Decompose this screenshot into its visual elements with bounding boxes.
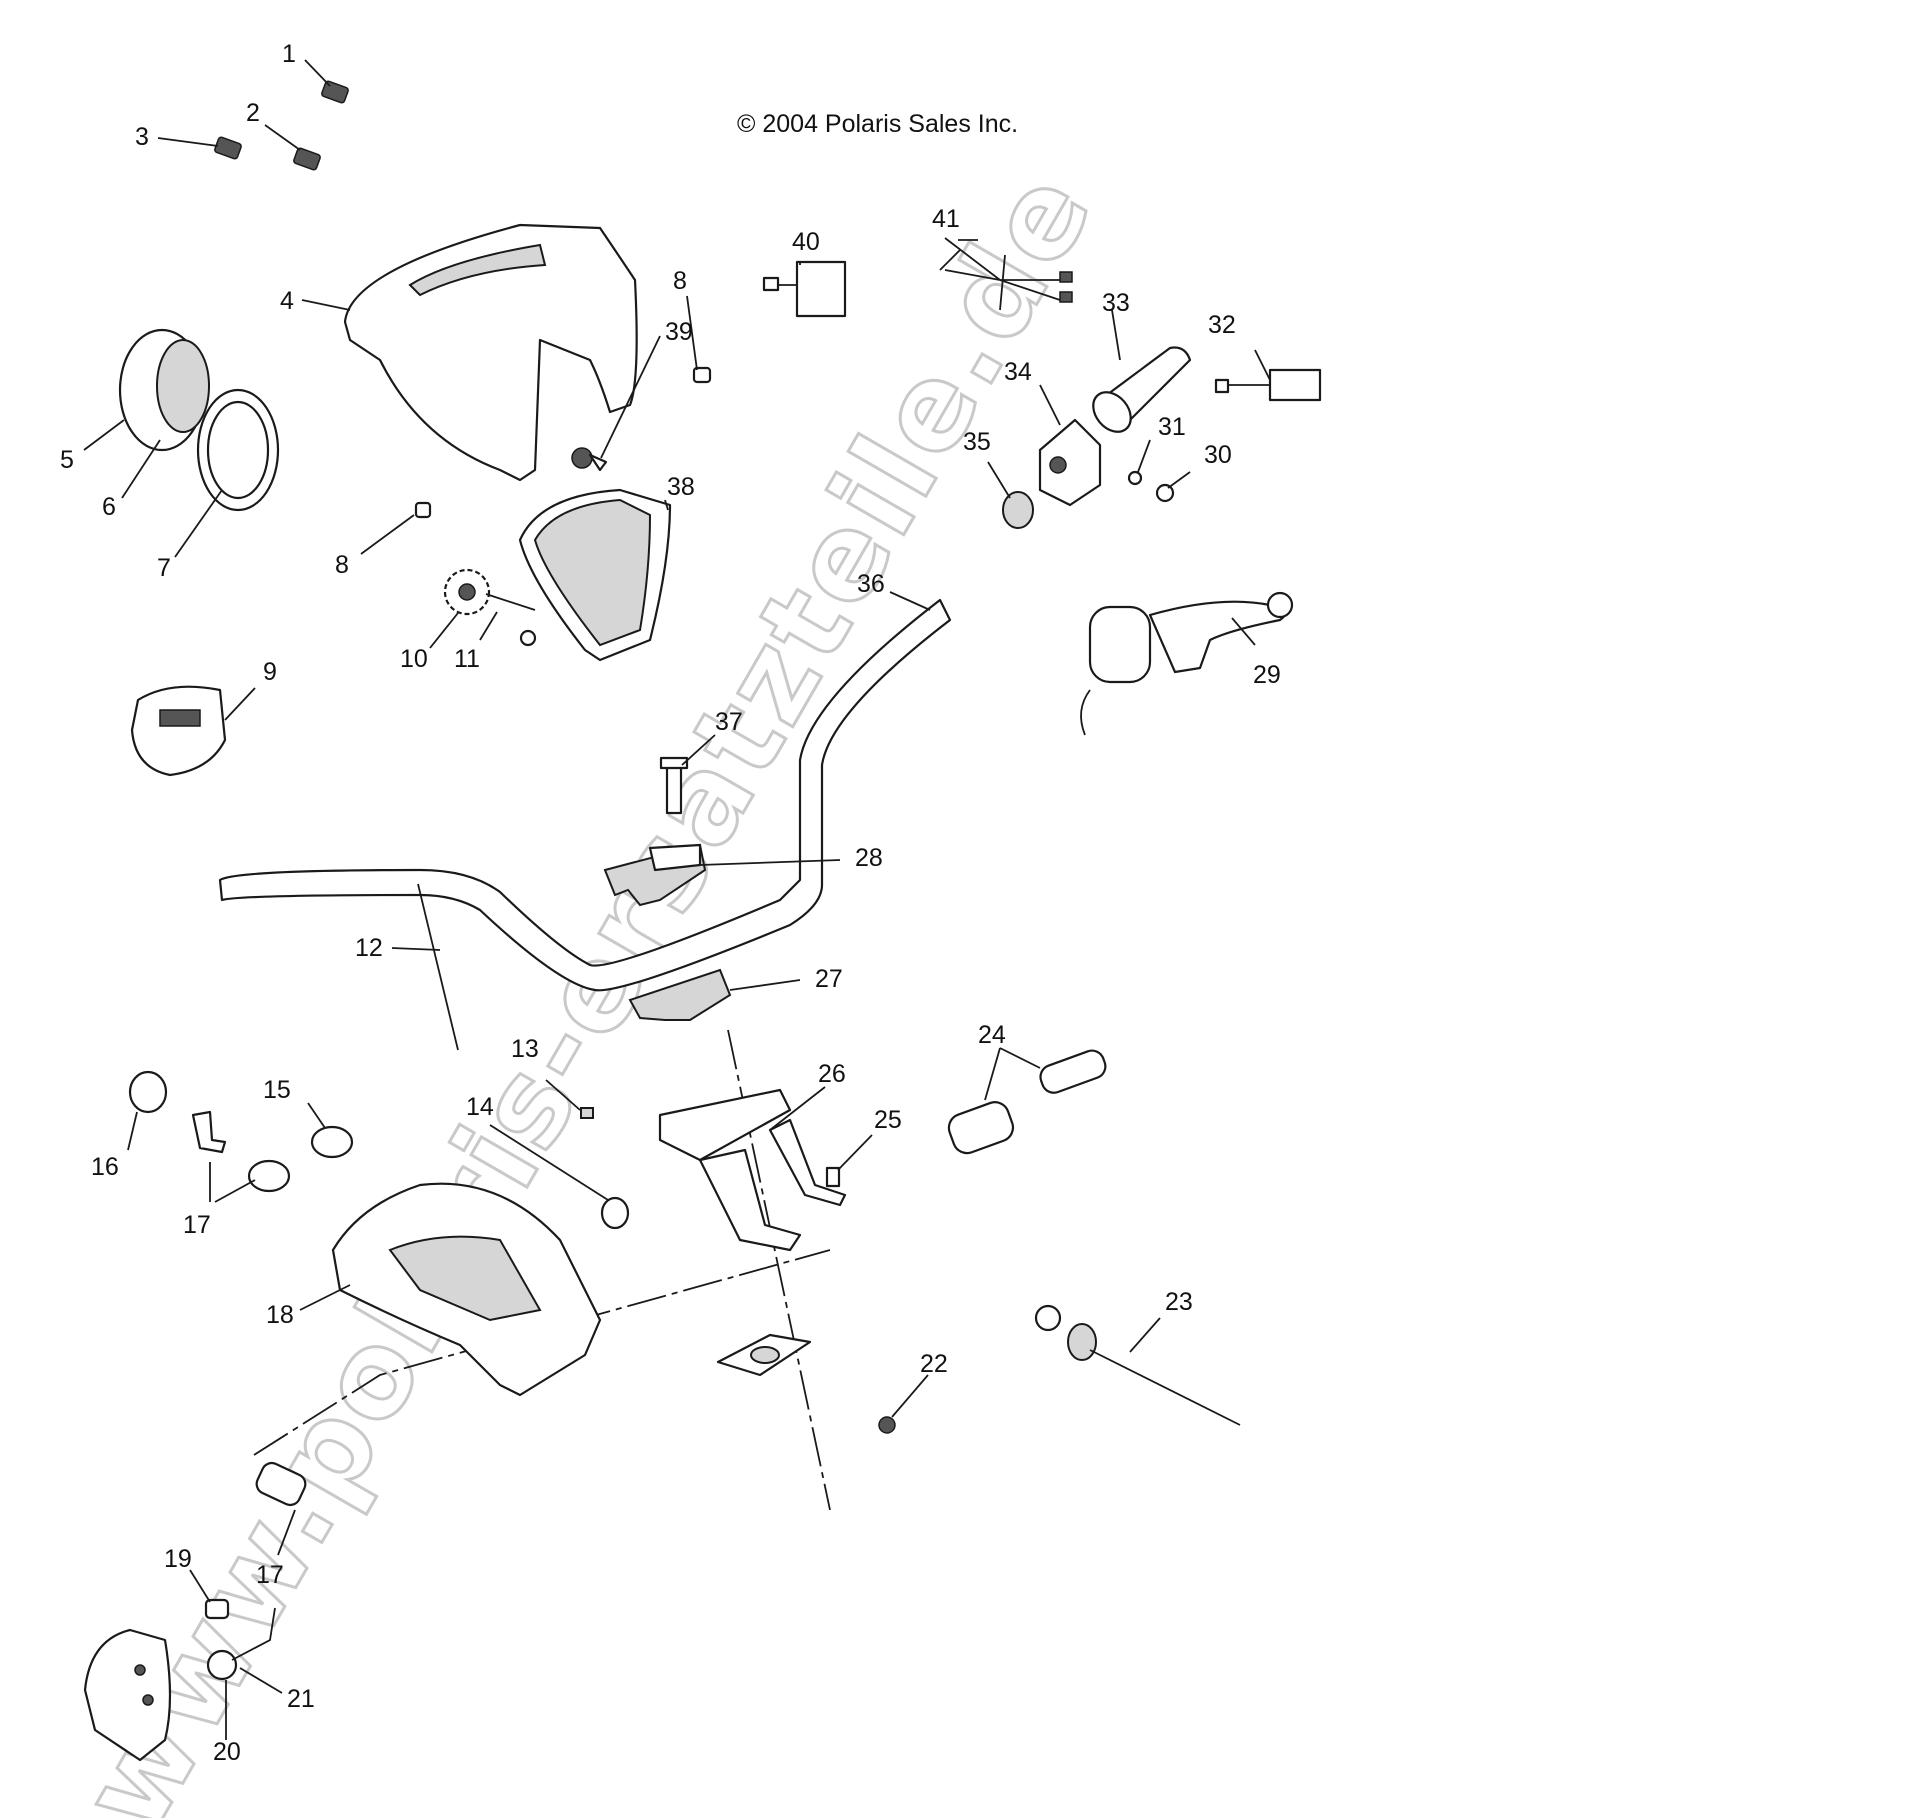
callout-19: 19 (164, 1545, 192, 1573)
grommet-17-a (247, 1159, 291, 1193)
connector-17-b (255, 1461, 307, 1507)
handlebar (218, 598, 952, 992)
callout-23: 23 (1165, 1288, 1193, 1316)
callout-31: 31 (1158, 413, 1186, 441)
headlight-cover (343, 223, 638, 482)
bulb-socket (571, 447, 608, 472)
callout-6: 6 (102, 493, 116, 521)
callout-27: 27 (815, 965, 843, 993)
callout-35: 35 (963, 428, 991, 456)
capacitor-small (1039, 1049, 1107, 1094)
callout-7: 7 (157, 554, 171, 582)
callout-28: 28 (855, 844, 883, 872)
callout-26: 26 (818, 1060, 846, 1088)
choke-cable (1034, 1304, 1241, 1426)
lower-pod (331, 1182, 602, 1397)
callout-11: 11 (454, 645, 480, 673)
sensor-20 (206, 1649, 238, 1681)
callout-labels: 1 2 3 4 5 6 7 8 8 9 10 11 12 13 14 15 16… (60, 40, 1281, 1766)
callout-25: 25 (874, 1106, 902, 1134)
callout-3: 3 (135, 123, 149, 151)
screw-25 (825, 1166, 841, 1188)
nut (878, 1416, 896, 1434)
callout-8a: 8 (673, 267, 687, 295)
screw-30 (1155, 483, 1175, 503)
capacitor-large (947, 1101, 1015, 1155)
ignition-switch (130, 685, 227, 777)
callout-22: 22 (920, 1350, 948, 1378)
callout-39: 39 (665, 318, 693, 346)
long-bolt (417, 883, 459, 1051)
gauge-housing (118, 328, 210, 452)
callout-10: 10 (400, 645, 428, 673)
callout-30: 30 (1204, 441, 1232, 469)
screw-31 (1127, 470, 1143, 486)
callout-38: 38 (667, 473, 695, 501)
callout-20: 20 (213, 1738, 241, 1766)
callout-33: 33 (1102, 289, 1130, 317)
callout-1: 1 (282, 40, 296, 68)
connector-module (762, 260, 847, 318)
wire-21 (231, 1607, 276, 1661)
callout-24: 24 (978, 1021, 1006, 1049)
callout-34: 34 (1004, 358, 1032, 386)
steering-plate (716, 1333, 812, 1377)
callout-13: 13 (511, 1035, 539, 1063)
bolt-19 (204, 1598, 230, 1620)
clip-17-a (191, 1110, 227, 1154)
wiring-harness (939, 237, 1073, 311)
adjuster-wheel (443, 568, 491, 616)
grommet (1002, 491, 1034, 529)
leader-lines (83, 59, 1271, 1740)
caliper-bracket (83, 1628, 172, 1762)
callout-32: 32 (1208, 311, 1236, 339)
switch-2 (293, 147, 321, 171)
callout-21: 21 (287, 1685, 315, 1713)
callout-8b: 8 (335, 551, 349, 579)
callout-37: 37 (715, 708, 743, 736)
callout-9: 9 (263, 658, 277, 686)
brake-lever-assembly (1080, 591, 1294, 736)
throttle-housing (1038, 418, 1102, 507)
ring-14 (600, 1196, 630, 1230)
callout-4: 4 (280, 287, 294, 315)
throttle-grip (1092, 346, 1192, 433)
callout-5: 5 (60, 446, 74, 474)
switch-1 (321, 80, 349, 104)
callout-2: 2 (246, 99, 260, 127)
callout-40: 40 (792, 228, 820, 256)
mount-bracket (658, 1088, 847, 1252)
callout-36: 36 (857, 570, 885, 598)
callout-17b: 17 (256, 1561, 284, 1589)
adjuster-screw (485, 593, 537, 647)
upper-clamp (603, 843, 707, 907)
callout-12: 12 (355, 934, 383, 962)
callout-29: 29 (1253, 661, 1281, 689)
callout-17a: 17 (183, 1211, 211, 1239)
lower-clamp (628, 968, 732, 1021)
copyright-text: © 2004 Polaris Sales Inc. (737, 110, 1018, 138)
gauge-ring (196, 388, 280, 512)
callout-14: 14 (466, 1093, 494, 1121)
plug-15 (310, 1125, 354, 1159)
clip-13 (580, 1107, 594, 1119)
headlight (518, 488, 672, 662)
clamp-bolt (659, 756, 689, 815)
callout-16: 16 (91, 1153, 119, 1181)
plug-16 (128, 1070, 168, 1114)
callout-18: 18 (266, 1301, 294, 1329)
screw-lower (414, 501, 432, 519)
switch-3 (214, 136, 242, 160)
callout-15: 15 (263, 1076, 291, 1104)
callout-41: 41 (932, 205, 960, 233)
thumb-switch (1214, 368, 1322, 402)
screw-upper (692, 366, 712, 384)
